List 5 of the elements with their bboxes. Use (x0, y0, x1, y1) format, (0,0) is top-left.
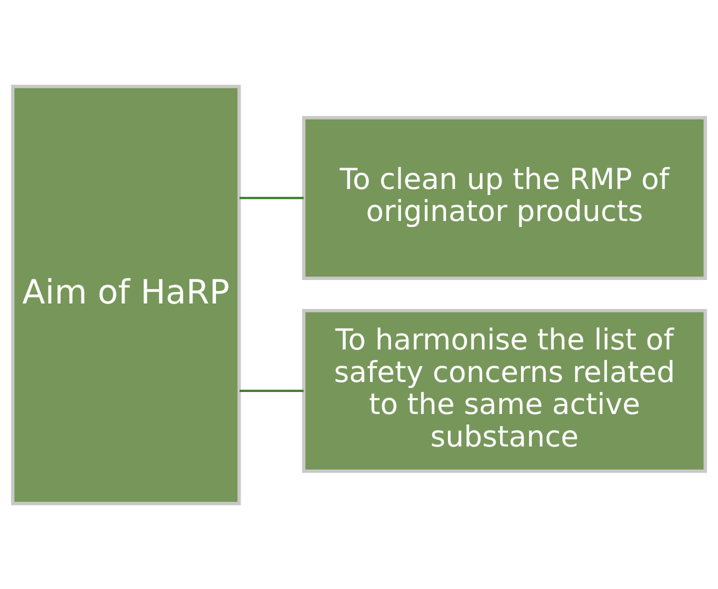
node-box: Aim of HaRP (11, 84, 241, 505)
node-box: To harmonise the list of safety concerns related to the same active substance (302, 308, 707, 472)
connector (240, 389, 304, 392)
node-box: To clean up the RMP of originator products (302, 116, 707, 280)
connector (240, 196, 304, 199)
